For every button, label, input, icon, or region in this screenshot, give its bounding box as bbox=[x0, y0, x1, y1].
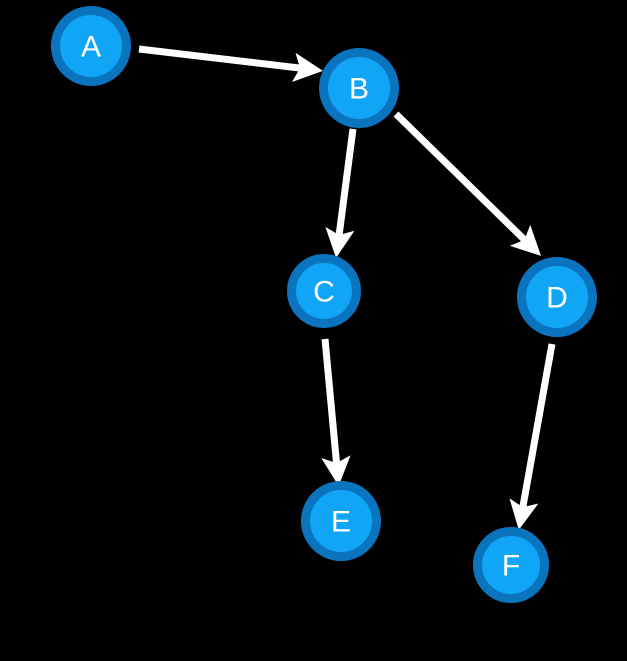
node-circle-c[interactable] bbox=[287, 254, 361, 328]
graph-node-f[interactable]: F bbox=[473, 527, 549, 603]
node-circle-b[interactable] bbox=[319, 48, 399, 128]
graph-node-e[interactable]: E bbox=[301, 481, 381, 561]
node-circle-f[interactable] bbox=[473, 527, 549, 603]
node-circle-e[interactable] bbox=[301, 481, 381, 561]
node-circle-d[interactable] bbox=[517, 257, 597, 337]
graph-node-c[interactable]: C bbox=[287, 254, 361, 328]
node-circle-a[interactable] bbox=[51, 6, 131, 86]
graph-edge-c-to-e[interactable] bbox=[321, 338, 351, 486]
nodes-layer: A B C D E F bbox=[51, 6, 597, 603]
graph-node-b[interactable]: B bbox=[319, 48, 399, 128]
graph-node-a[interactable]: A bbox=[51, 6, 131, 86]
graph-edge-d-to-f[interactable] bbox=[509, 343, 556, 530]
graph-edge-a-to-b[interactable] bbox=[138, 45, 323, 82]
edges-layer bbox=[138, 45, 556, 530]
graph-edge-b-to-d[interactable] bbox=[393, 111, 542, 256]
graph-node-d[interactable]: D bbox=[517, 257, 597, 337]
graph-edge-b-to-c[interactable] bbox=[325, 128, 357, 258]
